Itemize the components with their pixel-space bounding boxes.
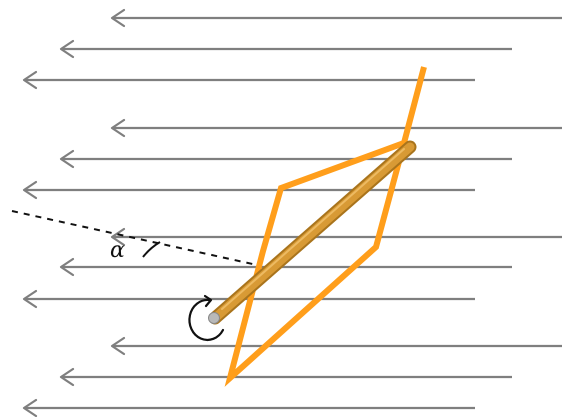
field-arrow-head-icon <box>110 227 126 247</box>
rod-end-cap <box>208 312 220 324</box>
angle-arc <box>142 241 161 258</box>
field-arrow-head-icon <box>59 257 75 277</box>
field-arrow-head-icon <box>22 70 38 90</box>
field-arrows <box>22 8 562 417</box>
field-arrow-head-icon <box>110 336 126 356</box>
rotating-rod <box>208 140 417 325</box>
field-arrow-head-icon <box>22 180 38 200</box>
field-arrow-head-icon <box>59 367 75 387</box>
field-arrow-head-icon <box>22 289 38 309</box>
field-arrow-head-icon <box>110 8 126 28</box>
field-arrow-head-icon <box>110 118 126 138</box>
rotation-arrow-icon <box>188 294 225 341</box>
field-arrow-head-icon <box>59 149 75 169</box>
field-arrow-head-icon <box>22 398 38 417</box>
reference-dashed-line <box>11 210 258 266</box>
field-arrow-head-icon <box>59 39 75 59</box>
angle-label: α <box>110 238 125 263</box>
